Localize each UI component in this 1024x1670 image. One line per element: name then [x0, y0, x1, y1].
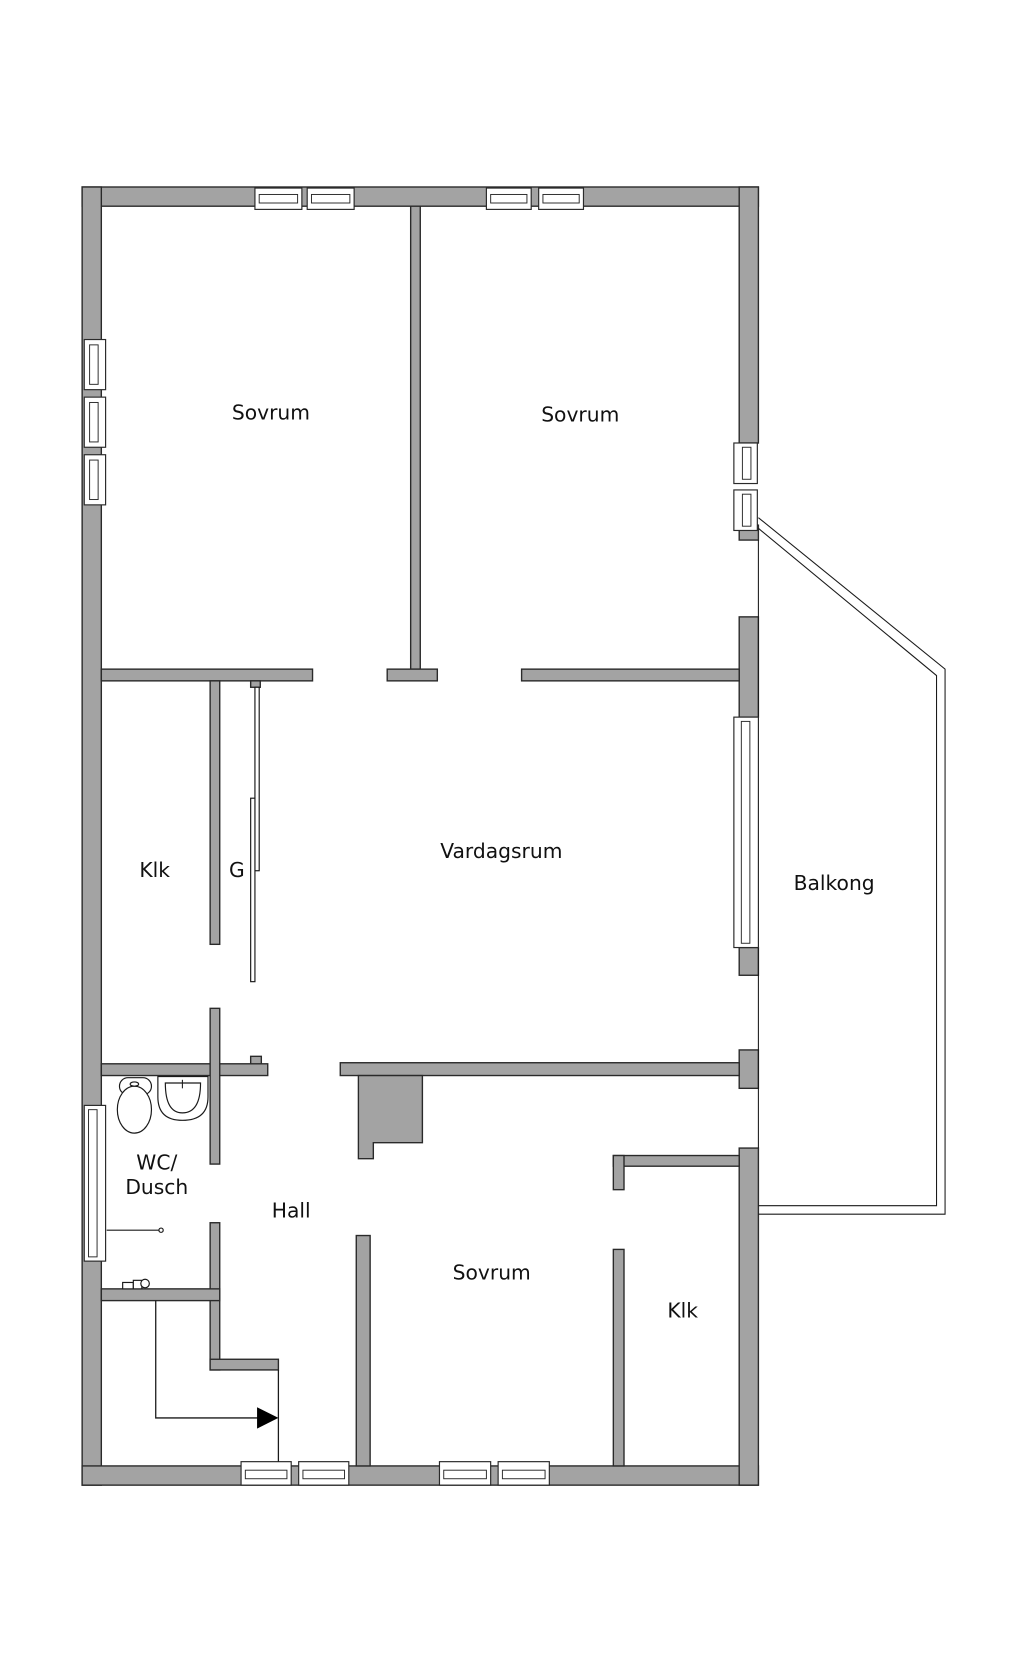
room-label-wardrobe: G — [229, 858, 245, 882]
balcony-door — [733, 716, 759, 949]
sliding-doors — [250, 686, 260, 983]
room-label-closet-left: Klk — [139, 858, 170, 882]
sink-icon — [157, 1076, 209, 1121]
room-label-living-room: Vardagsrum — [440, 839, 562, 863]
room-label-bathroom-line2: Dusch — [125, 1175, 188, 1199]
window — [83, 338, 107, 391]
window — [733, 442, 758, 485]
interior-walls — [100, 205, 740, 1467]
floor-drain-icon — [122, 1278, 150, 1290]
room-label-bedroom-top-right: Sovrum — [541, 403, 619, 427]
window — [254, 187, 303, 210]
toilet-icon — [116, 1077, 153, 1134]
window — [733, 489, 758, 532]
window — [538, 187, 585, 210]
window — [306, 187, 355, 210]
room-label-balcony: Balkong — [794, 871, 875, 895]
room-label-hall: Hall — [272, 1198, 311, 1222]
windows — [83, 187, 759, 1486]
window — [497, 1461, 550, 1486]
window — [83, 396, 107, 448]
room-label-bathroom-line1: WC/ — [136, 1150, 177, 1174]
window — [83, 1104, 107, 1262]
window — [240, 1461, 292, 1486]
window — [438, 1461, 492, 1486]
room-labels: Sovrum Sovrum Vardagsrum Klk G Balkong W… — [125, 401, 874, 1323]
window — [298, 1461, 350, 1486]
room-label-closet-right: Klk — [667, 1299, 698, 1323]
stair-arrow — [155, 1300, 280, 1462]
shower-rail-icon — [106, 1227, 164, 1233]
window — [83, 454, 107, 506]
window — [485, 187, 532, 210]
balcony-railing — [758, 517, 946, 1215]
room-label-bedroom-bottom: Sovrum — [453, 1260, 531, 1284]
room-label-bedroom-top-left: Sovrum — [232, 401, 310, 425]
